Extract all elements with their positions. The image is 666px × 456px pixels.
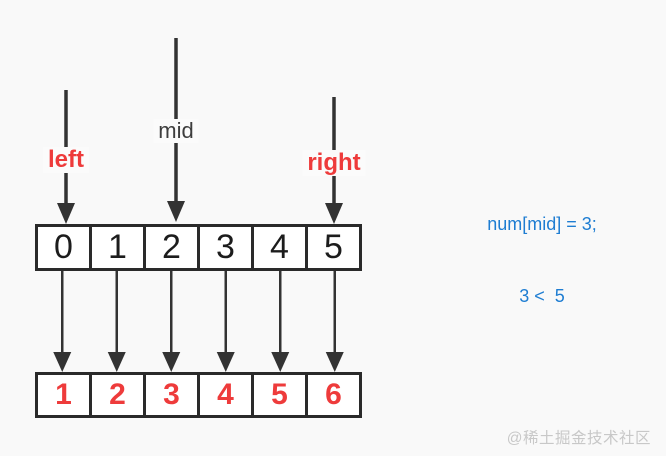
- mapping-arrow-0: [53, 271, 72, 372]
- arrow-head: [167, 201, 185, 222]
- mapping-arrow-5: [325, 271, 344, 372]
- watermark-text: @稀土掘金技术社区: [506, 430, 651, 447]
- annotation-line-2: 3 < 5: [519, 286, 565, 306]
- index-cell-3: 3: [197, 224, 254, 271]
- value-cell-3: 4: [197, 372, 254, 418]
- arrow-head: [107, 352, 126, 372]
- arrow-head: [325, 352, 344, 372]
- arrow-head: [271, 352, 290, 372]
- index-cell-5: 5: [305, 224, 362, 271]
- arrow-head: [57, 203, 75, 224]
- value-array-row: 1 2 3 4 5 6: [35, 372, 362, 418]
- mapping-arrow-1: [107, 271, 126, 372]
- right-pointer-label: right: [302, 149, 366, 177]
- value-cell-1: 2: [89, 372, 146, 418]
- index-cell-4: 4: [251, 224, 308, 271]
- mid-pointer-label: mid: [153, 118, 199, 144]
- arrow-head: [325, 203, 343, 224]
- annotation-line-1: num[mid] = 3;: [487, 214, 597, 234]
- mapping-arrow-2: [162, 271, 181, 372]
- value-cell-0: 1: [35, 372, 92, 418]
- annotation-text: num[mid] = 3; 3 < 5: [442, 164, 642, 356]
- arrow-head: [216, 352, 235, 372]
- arrow-head: [162, 352, 181, 372]
- arrow-head: [53, 352, 72, 372]
- index-cell-2: 2: [143, 224, 200, 271]
- index-cell-0: 0: [35, 224, 92, 271]
- value-cell-4: 5: [251, 372, 308, 418]
- value-cell-2: 3: [143, 372, 200, 418]
- mapping-arrow-3: [216, 271, 235, 372]
- value-cell-5: 6: [305, 372, 362, 418]
- index-array-row: 0 1 2 3 4 5: [35, 224, 362, 271]
- index-cell-1: 1: [89, 224, 146, 271]
- mapping-arrow-4: [271, 271, 290, 372]
- left-pointer-label: left: [43, 146, 89, 174]
